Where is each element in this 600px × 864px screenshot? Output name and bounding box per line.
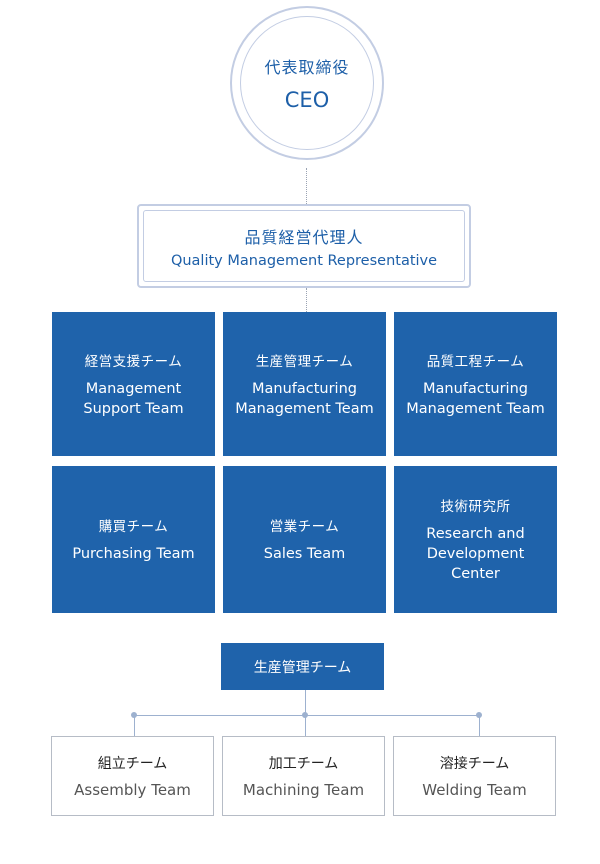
ceo-title-jp: 代表取締役 (264, 58, 350, 77)
qmr-connector (306, 288, 307, 312)
subtree-stem (305, 690, 306, 716)
subteam-label-en: Welding Team (422, 781, 527, 799)
branch-dot-center (302, 712, 308, 718)
team-label-en: Manufacturing Management Team (235, 380, 374, 417)
subteam-label-en: Machining Team (242, 781, 365, 799)
team-label-en: Manufacturing Management Team (406, 380, 545, 417)
subteam-label-en: Assembly Team (74, 781, 191, 799)
ceo-node: 代表取締役 CEO (240, 16, 374, 150)
team-label-jp: 技術研究所 (440, 499, 511, 515)
branch-drop-center (305, 716, 306, 736)
team-label-jp: 営業チーム (269, 519, 340, 535)
qmr-node: 品質経営代理人 Quality Management Representativ… (143, 210, 465, 282)
subteam-welding: 溶接チーム Welding Team (393, 736, 556, 816)
team-label-en: Sales Team (263, 546, 346, 562)
branch-drop-left (134, 716, 135, 736)
team-purchasing: 購買チーム Purchasing Team (52, 466, 215, 613)
subteam-label-jp: 溶接チーム (439, 756, 510, 772)
subteam-assembly: 組立チーム Assembly Team (51, 736, 214, 816)
qmr-title-en: Quality Management Representative (170, 252, 438, 269)
subteam-machining: 加工チーム Machining Team (222, 736, 385, 816)
subteam-label-jp: 組立チーム (97, 756, 168, 772)
team-sales: 営業チーム Sales Team (223, 466, 386, 613)
team-label-en: Purchasing Team (72, 546, 195, 562)
ceo-title-en: CEO (284, 88, 330, 112)
team-research-development: 技術研究所 Research and Development Center (394, 466, 557, 613)
team-label-jp: 経営支援チーム (84, 353, 183, 370)
qmr-title-jp: 品質経営代理人 (244, 227, 364, 247)
team-label-jp: 品質工程チーム (426, 353, 525, 370)
branch-dot-left (131, 712, 137, 718)
subteam-label-jp: 加工チーム (268, 756, 339, 772)
production-management-head: 生産管理チーム (221, 643, 384, 690)
team-quality-process: 品質工程チーム Manufacturing Management Team (394, 312, 557, 456)
team-production-control: 生産管理チーム Manufacturing Management Team (223, 312, 386, 456)
branch-dot-right (476, 712, 482, 718)
team-label-en: Research and Development Center (426, 526, 525, 582)
team-label-en: Management Support Team (83, 380, 184, 417)
branch-drop-right (479, 716, 480, 736)
team-label-jp: 生産管理チーム (255, 353, 354, 370)
ceo-connector (306, 168, 307, 204)
team-label-jp: 購買チーム (98, 519, 169, 535)
team-management-support: 経営支援チーム Management Support Team (52, 312, 215, 456)
